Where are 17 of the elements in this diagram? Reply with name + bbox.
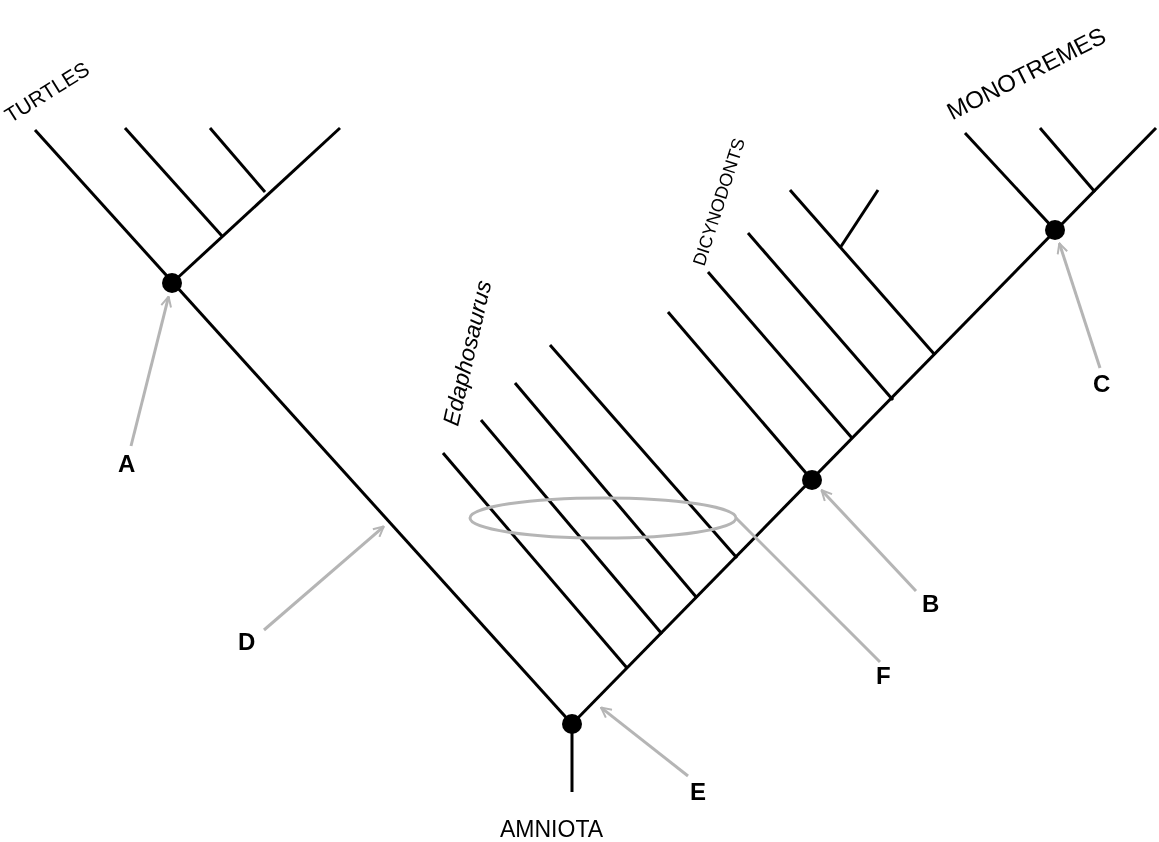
- callout-letter: E: [690, 780, 706, 804]
- ellipse-outline: [468, 496, 738, 540]
- node-dot: [802, 470, 822, 490]
- node-dot: [162, 273, 182, 293]
- callout-letter: C: [1093, 372, 1111, 396]
- leader-line: [734, 516, 882, 664]
- leader-line: [600, 706, 689, 778]
- callout-letter: F: [876, 664, 891, 688]
- leader-line: [820, 489, 918, 593]
- callout-letter: A: [118, 452, 136, 476]
- callout-letter: B: [922, 592, 940, 616]
- taxon-label: AMNIOTA: [500, 818, 604, 841]
- leader-line: [129, 295, 172, 447]
- callout-letter: D: [238, 630, 256, 654]
- node-dot: [1045, 220, 1065, 240]
- leader-line: [263, 525, 385, 632]
- leader-line: [1056, 242, 1102, 369]
